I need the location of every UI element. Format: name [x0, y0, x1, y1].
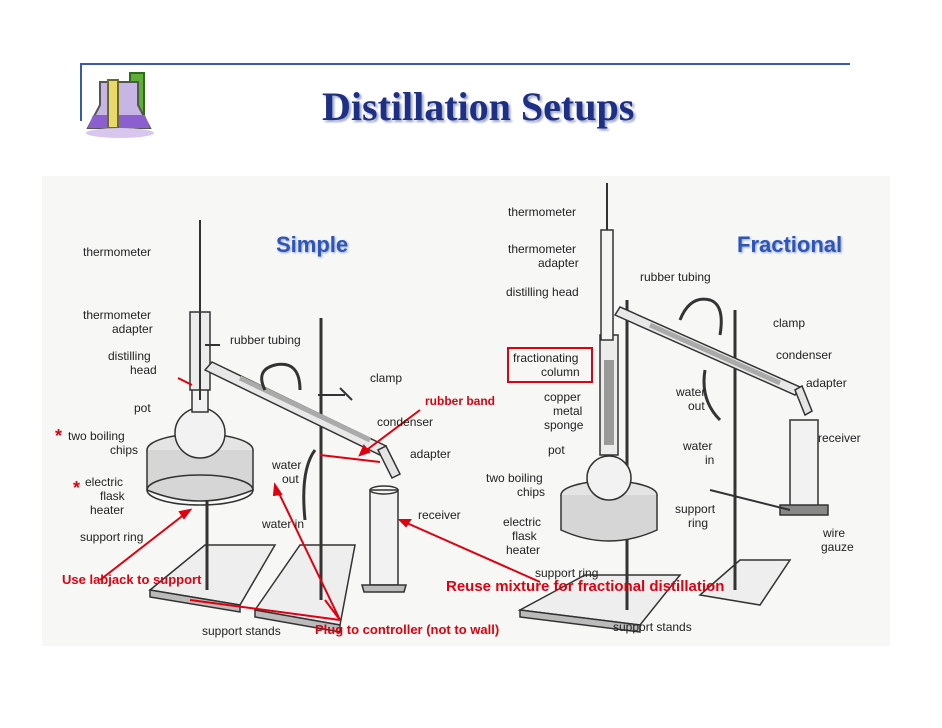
- simple-label-adapter: adapter: [410, 447, 451, 461]
- simple-label-support-ring: support ring: [80, 530, 144, 544]
- simple-label-thermometer-adapter-1: thermometer: [83, 308, 152, 322]
- fractional-label-support-ring-3: support ring: [535, 566, 599, 580]
- fractional-label-water-out-1: water: [676, 385, 706, 399]
- fractional-label-wire-gauze-2: gauze: [821, 540, 854, 554]
- annotation-asterisk-1: *: [55, 426, 63, 446]
- simple-apparatus: [146, 220, 407, 633]
- simple-label-clamp: clamp: [370, 371, 403, 385]
- fractional-label-support-ring-1: support: [675, 502, 716, 516]
- annotation-reuse-mixture: Reuse mixture for fractional distillatio…: [446, 578, 725, 595]
- simple-label-flask-heater-3: heater: [90, 503, 125, 517]
- simple-label-pot: pot: [134, 401, 151, 415]
- fractional-label-flask-heater-1: electric: [503, 515, 542, 529]
- fractional-label-fractionating-column-1: fractionating: [513, 351, 579, 365]
- simple-label-support-stands: support stands: [202, 624, 281, 638]
- fractional-label-condenser: condenser: [776, 348, 833, 362]
- simple-label-distilling-head-1: distilling: [108, 349, 151, 363]
- page-title: Distillation Setups: [322, 84, 635, 129]
- simple-label-distilling-head-2: head: [130, 363, 157, 377]
- simple-label-water-out-2: out: [282, 472, 299, 486]
- simple-label-receiver: receiver: [418, 508, 461, 522]
- fractional-label-fractionating-column-2: column: [541, 365, 580, 379]
- fractional-label-wire-gauze-1: wire: [823, 526, 846, 540]
- fractional-heading: Fractional: [737, 232, 843, 257]
- simple-label-thermometer-adapter-2: adapter: [112, 322, 153, 336]
- fractional-label-receiver: receiver: [818, 431, 861, 445]
- fractional-label-water-out-2: out: [688, 399, 705, 413]
- fractional-label-pot: pot: [548, 443, 565, 457]
- fractional-label-water-in-2: in: [705, 453, 715, 467]
- simple-label-water-out-1: water: [272, 458, 302, 472]
- fractional-label-water-in-1: water: [683, 439, 713, 453]
- fractional-label-adapter: adapter: [806, 376, 847, 390]
- fractional-label-flask-heater-2: flask: [512, 529, 537, 543]
- simple-label-flask-heater-2: flask: [100, 489, 125, 503]
- fractional-label-copper-sponge-3: sponge: [544, 418, 584, 432]
- simple-heading: Simple: [276, 232, 349, 257]
- annotation-arrows: [99, 377, 541, 621]
- fractional-label-copper-sponge-2: metal: [553, 404, 583, 418]
- fractionating-column-highlight: [507, 347, 593, 383]
- fractional-label-thermometer-adapter-2: adapter: [538, 256, 579, 270]
- frame-left-rule: [80, 63, 82, 121]
- simple-label-thermometer: thermometer: [83, 245, 152, 259]
- simple-label-flask-heater-1: electric: [85, 475, 124, 489]
- fractional-label-copper-sponge-1: copper: [544, 390, 581, 404]
- fractional-label-thermometer-adapter-1: thermometer: [508, 242, 577, 256]
- simple-label-boiling-chips-2: chips: [110, 443, 139, 457]
- fractional-label-flask-heater-3: heater: [506, 543, 541, 557]
- annotation-plug-controller: Plug to controller (not to wall): [315, 622, 500, 637]
- fractional-label-support-stands: support stands: [613, 620, 692, 634]
- fractional-label-boiling-chips-2: chips: [517, 485, 546, 499]
- frame-top-rule: [80, 63, 850, 65]
- simple-label-rubber-tubing: rubber tubing: [230, 333, 301, 347]
- fractional-label-rubber-tubing: rubber tubing: [640, 270, 711, 284]
- fractional-label-clamp: clamp: [773, 316, 806, 330]
- simple-label-boiling-chips-1: two boiling: [68, 429, 125, 443]
- fractional-label-support-ring-2: ring: [688, 516, 709, 530]
- annotation-labjack: Use labjack to support: [62, 572, 202, 587]
- fractional-apparatus: [517, 183, 829, 633]
- simple-label-water-in: water in: [262, 517, 305, 531]
- annotation-asterisk-2: *: [73, 478, 81, 498]
- fractional-label-boiling-chips-1: two boiling: [486, 471, 543, 485]
- annotation-rubber-band: rubber band: [425, 394, 496, 408]
- fractional-label-thermometer: thermometer: [508, 205, 577, 219]
- fractional-label-distilling-head: distilling head: [506, 285, 579, 299]
- simple-label-condenser: condenser: [377, 415, 434, 429]
